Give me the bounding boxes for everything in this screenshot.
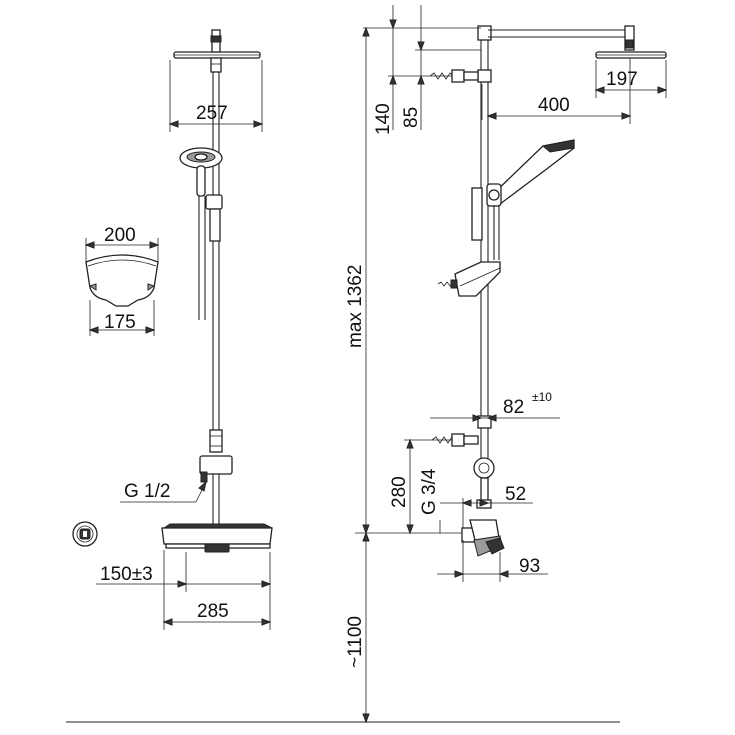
label-85: 85 [401,107,422,128]
dim-82: 82 ±10 [430,390,560,422]
label-280: 280 [389,476,410,508]
label-1100: ~1100 [345,616,366,668]
label-175: 175 [104,312,136,333]
riser-pipe-front [199,72,233,525]
label-93: 93 [519,556,540,577]
dim-52: 52 [440,484,533,530]
dim-g34: G 3/4 [419,468,441,533]
hand-shower-front [179,147,223,320]
side-view: 197 400 140 85 [66,5,668,724]
label-150: 150±3 [100,564,153,585]
label-257: 257 [196,103,228,124]
dim-257: 257 [168,60,264,132]
label-197: 197 [606,69,638,90]
ball-joint-side [473,457,495,509]
brand-logo-icon [72,521,98,547]
overhead-arm-side [488,25,667,59]
front-view: 257 200 175 G 1/2 [72,29,273,630]
label-285: 285 [197,601,229,622]
label-52: 52 [505,484,526,505]
overhead-shower-front [173,29,261,73]
dim-1100: ~1100 [345,531,370,724]
riser-pipe-side [477,25,492,458]
dim-g12: G 1/2 [120,480,207,503]
dim-max1362: max 1362 [345,26,370,535]
label-82-tolerance: ±10 [532,390,552,404]
label-max1362: max 1362 [345,265,366,348]
label-g12: G 1/2 [124,481,170,502]
dim-400: 400 [481,58,632,124]
label-82: 82 [503,397,524,418]
thermostat-front [161,523,273,553]
thermostat-side [355,519,505,557]
label-g34: G 3/4 [419,468,440,515]
label-140: 140 [373,103,394,135]
dim-197: 197 [594,60,668,98]
dim-285: 285 [162,550,272,630]
label-200: 200 [104,225,136,246]
dim-140-85: 140 85 [363,5,481,135]
wall-screw-top-icon [429,69,479,83]
shelf-top-view: 200 175 [84,225,160,336]
hand-shower-side [471,139,575,260]
dim-280: 280 [389,438,452,535]
dim-150: 150±3 [96,552,272,630]
label-400: 400 [538,95,570,116]
dim-93: 93 [437,540,548,582]
shelf-side [437,261,501,297]
